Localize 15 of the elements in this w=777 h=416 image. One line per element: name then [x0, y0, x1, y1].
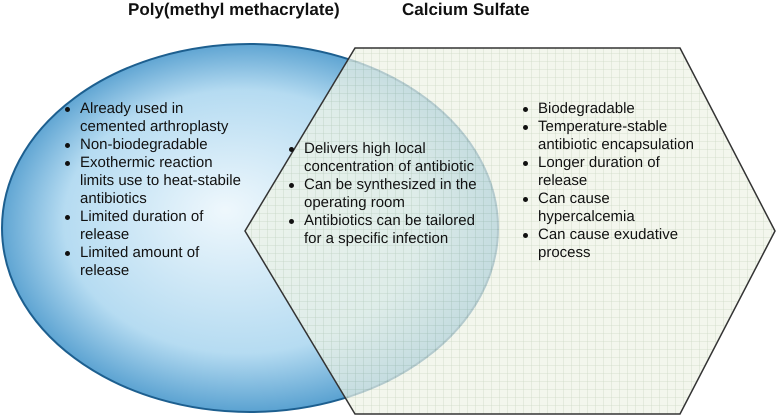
- bullet-item: Longer duration of release: [538, 154, 661, 190]
- bullet-item: Biodegradable: [538, 100, 636, 118]
- bullet-item: Limited duration of release: [80, 208, 204, 244]
- bullet-item: Delivers high local concentration of antibiotic: [304, 140, 476, 176]
- heading: Poly(methyl methacrylate): [128, 0, 340, 20]
- bullet-item: Limited amount of release: [80, 244, 200, 280]
- bullet-item: Temperature-stable antibiotic encapsulation: [538, 118, 695, 154]
- bullet-item: Can cause exudative process: [538, 226, 680, 262]
- bullet-item: Already used in cemented arthroplasty: [80, 100, 230, 136]
- bullet-item: Non-biodegradable: [80, 136, 209, 154]
- bullet-item: Can be synthesized in the operating room: [304, 176, 478, 212]
- heading: Calcium Sulfate: [402, 0, 530, 20]
- bullet-item: Can cause hypercalcemia: [538, 190, 636, 226]
- bullet-item: Exothermic reaction limits use to heat-stabile antibiotics: [80, 154, 242, 208]
- bullet-item: Antibiotics can be tailored for a specific infection: [304, 212, 476, 248]
